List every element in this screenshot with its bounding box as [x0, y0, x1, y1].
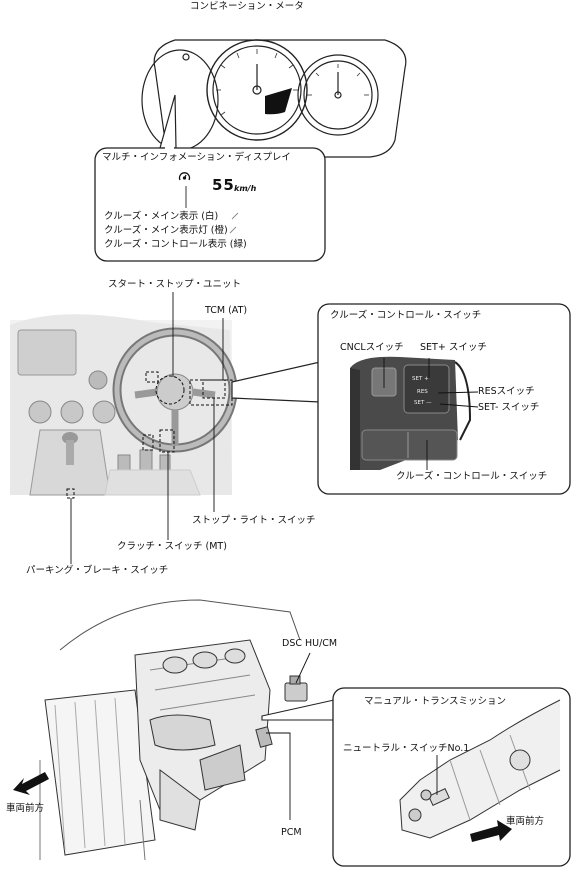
vehicle-front-label-left: 車両前方 [6, 803, 45, 814]
res-switch-label: RESスイッチ [478, 386, 535, 397]
tcm-at-label: TCM (AT) [205, 305, 248, 316]
engine-bay-figure [39, 599, 301, 861]
multi-info-display-box [94, 147, 326, 262]
pcm-label: PCM [281, 827, 302, 838]
vehicle-front-label-right: 車両前方 [506, 816, 545, 827]
dsc-unit-figure [284, 652, 311, 702]
combination-meter-figure [141, 39, 407, 158]
speed-unit: km/h [234, 184, 257, 193]
transmission-figure [399, 699, 561, 839]
switch-set-plus-marking: SET + [412, 376, 429, 382]
switch-leaders [383, 358, 479, 470]
cruise-control-green-label: クルーズ・コントロール表示 (緑) [104, 239, 247, 250]
vehicle-front-arrow-left [13, 772, 49, 795]
interior-dashboard-figure [10, 314, 238, 496]
interior-dashed-markers [66, 371, 233, 499]
manual-transmission-label: マニュアル・トランスミッション [364, 696, 507, 707]
start-stop-unit-label: スタート・ストップ・ユニット [108, 279, 242, 290]
parking-brake-switch-label: パーキング・ブレーキ・スイッチ [26, 565, 169, 576]
vehicle-front-arrow-right [470, 820, 512, 842]
clutch-switch-label: クラッチ・スイッチ (MT) [117, 541, 227, 552]
cruise-switch-figure [350, 356, 472, 470]
cncl-switch-label: CNCLスイッチ [340, 342, 404, 353]
cruise-main-amber-label: クルーズ・メイン表示灯 (橙) [104, 225, 228, 236]
multi-info-display-label: マルチ・インフォメーション・ディスプレイ [102, 152, 291, 163]
cruise-switch-bottom-label: クルーズ・コントロール・スイッチ [396, 471, 548, 482]
switch-set-minus-marking: SET — [414, 400, 432, 406]
switch-res-marking: RES [417, 389, 428, 395]
switch-callout-wedge [231, 361, 321, 403]
combination-meter-label: コンビネーション・メータ [190, 1, 304, 12]
set-plus-switch-label: SET+ スイッチ [420, 342, 487, 353]
meter-ticks [216, 49, 369, 116]
cruise-switch-title: クルーズ・コントロール・スイッチ [330, 310, 482, 321]
set-minus-switch-label: SET- スイッチ [478, 402, 540, 413]
pcm-figure [255, 726, 291, 820]
cruise-main-white-label: クルーズ・メイン表示 (白) [104, 211, 219, 222]
speed-value: 55 [212, 176, 235, 194]
dsc-hu-cm-label: DSC HU/CM [282, 638, 338, 649]
neutral-switch-label: ニュートラル・スイッチNo.1 [343, 743, 470, 754]
indicator-marks [229, 212, 239, 234]
transmission-callout-wedge [261, 699, 335, 721]
stop-light-switch-label: ストップ・ライト・スイッチ [192, 515, 316, 526]
cruise-icon [178, 172, 191, 181]
interior-leaders [70, 292, 224, 564]
